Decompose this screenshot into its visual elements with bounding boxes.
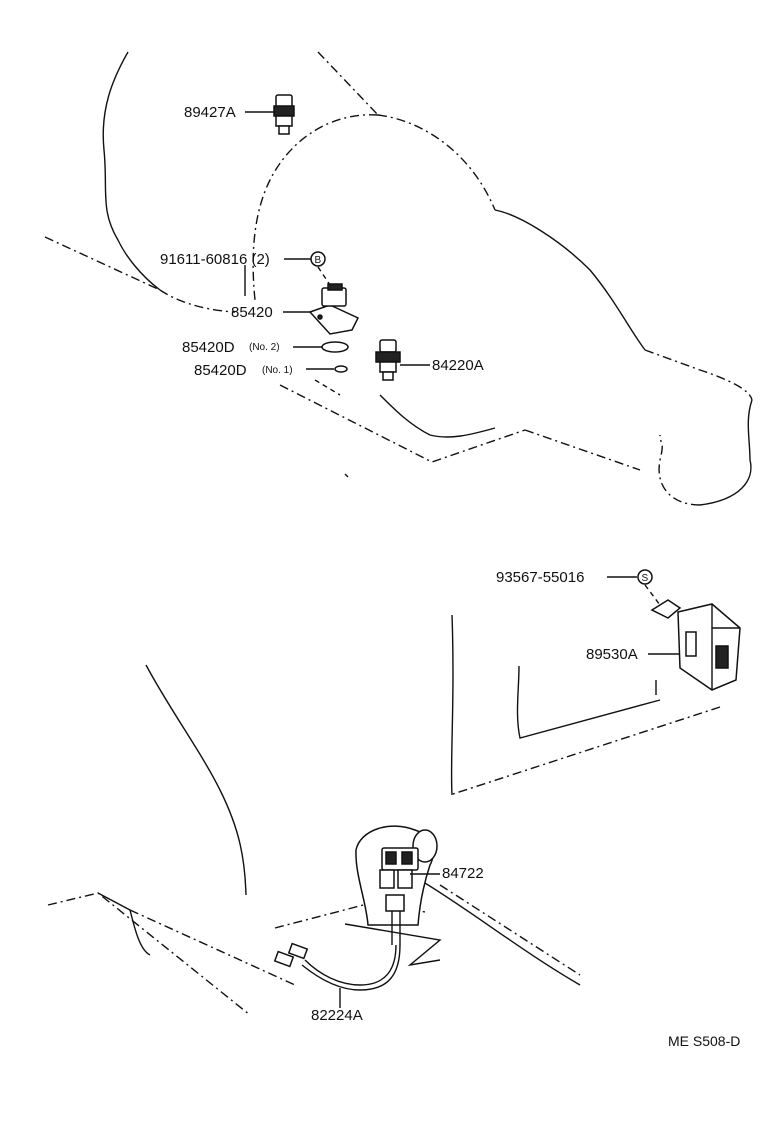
- label-85420: 85420: [231, 304, 273, 321]
- switch-assembly-84722[interactable]: [355, 825, 438, 945]
- transmission-outline: [44, 51, 753, 506]
- control-unit-89530A[interactable]: [650, 599, 741, 691]
- sensor-85420[interactable]: [308, 283, 360, 335]
- label-89427A: 89427A: [184, 104, 236, 121]
- sensor-89427A[interactable]: [245, 94, 295, 135]
- bolt-callout-icon: [310, 251, 326, 267]
- label-84220A: 84220A: [432, 357, 484, 374]
- wire-harness-82224A[interactable]: [273, 942, 401, 991]
- label-91611-60816: 91611-60816 (2): [160, 251, 270, 268]
- label-84722: 84722: [442, 865, 484, 882]
- label-89530A: 89530A: [586, 646, 638, 663]
- screw-callout-icon: [637, 569, 653, 585]
- bolt-callout-letter: B: [315, 255, 322, 266]
- label-93567-55016: 93567-55016: [496, 569, 584, 586]
- o-ring-no2[interactable]: [321, 341, 349, 353]
- label-85420D-no1: 85420D: [194, 362, 247, 379]
- note-85420D-no1: (No. 1): [262, 365, 293, 376]
- screw-callout-letter: S: [642, 573, 649, 584]
- sensor-84220A[interactable]: [375, 339, 430, 381]
- body-outline-lower: [47, 614, 721, 1016]
- diagram-code: ME S508-D: [668, 1033, 740, 1049]
- label-85420D-no2: 85420D: [182, 339, 235, 356]
- o-ring-no1[interactable]: [334, 365, 348, 373]
- label-82224A: 82224A: [311, 1007, 363, 1024]
- note-85420D-no2: (No. 2): [249, 342, 280, 353]
